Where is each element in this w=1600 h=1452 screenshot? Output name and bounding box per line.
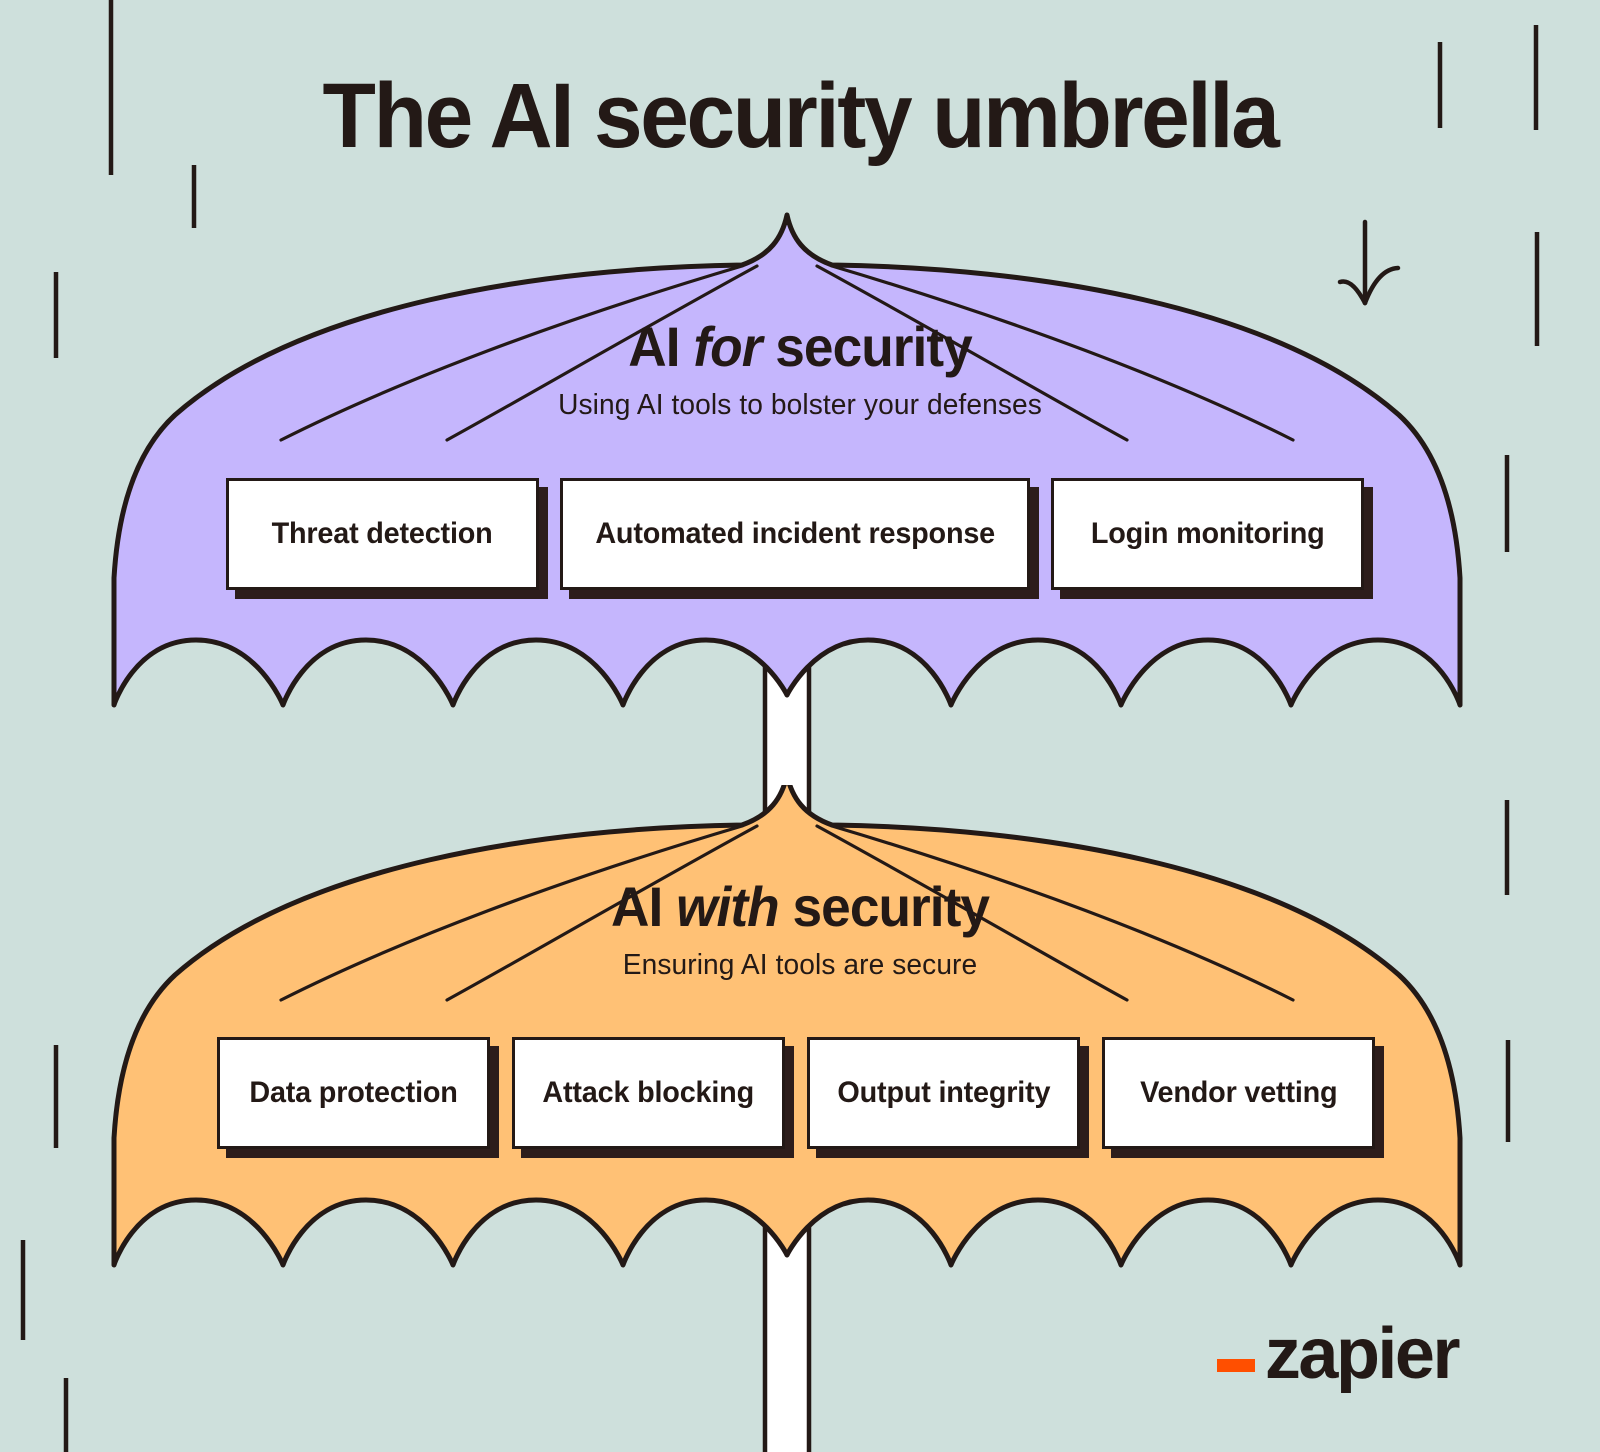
umbrella-orange-ribs (279, 824, 1295, 1002)
chip-label: Automated incident response (595, 517, 995, 550)
chip-threat-detection[interactable]: Threat detection (226, 478, 539, 590)
chip-output-integrity[interactable]: Output integrity (807, 1037, 1080, 1149)
chip-label: Output integrity (837, 1076, 1050, 1109)
chip-login-monitoring[interactable]: Login monitoring (1051, 478, 1364, 590)
zapier-dash-icon (1216, 1359, 1255, 1372)
chip-row-ai-for-security: Threat detection Automated incident resp… (215, 478, 1375, 590)
chip-data-protection[interactable]: Data protection (217, 1037, 490, 1149)
chip-row-ai-with-security: Data protection Attack blocking Output i… (211, 1037, 1381, 1149)
zapier-logo: zapier (1216, 1313, 1461, 1394)
chip-label: Vendor vetting (1139, 1076, 1338, 1109)
zapier-wordmark: zapier (1264, 1313, 1461, 1394)
chip-attack-blocking[interactable]: Attack blocking (512, 1037, 785, 1149)
rain-lines-group (20, 0, 1540, 1452)
arrow-down-icon (1337, 219, 1401, 306)
chip-vendor-vetting[interactable]: Vendor vetting (1102, 1037, 1375, 1149)
umbrella-pole-midsection (769, 700, 805, 785)
chip-label: Data protection (249, 1076, 458, 1109)
chip-label: Threat detection (272, 517, 493, 550)
chip-label: Login monitoring (1090, 517, 1325, 550)
umbrella-purple-ribs (279, 264, 1295, 442)
page-title: The AI security umbrella (322, 65, 1280, 167)
chip-label: Attack blocking (542, 1076, 755, 1109)
chip-automated-incident-response[interactable]: Automated incident response (560, 478, 1030, 590)
